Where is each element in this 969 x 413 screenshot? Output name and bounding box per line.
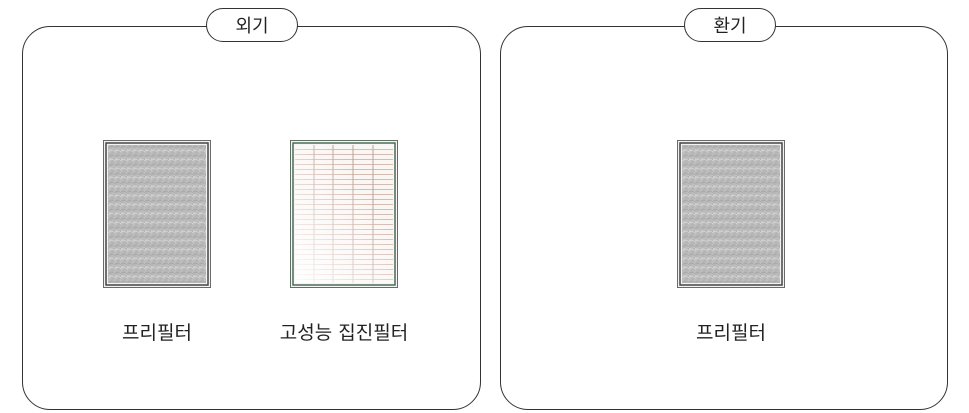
hepa-filter-image [290, 140, 398, 288]
outdoor-air-panel [22, 26, 481, 410]
prefilter-image [103, 140, 211, 288]
prefilter-image [677, 140, 785, 288]
prefilter-label: 프리필터 [696, 322, 766, 344]
hepa-filter-label: 고성능 집진필터 [279, 322, 409, 344]
prefilter-label: 프리필터 [122, 322, 192, 344]
outdoor-air-title-text: 외기 [235, 16, 269, 37]
ventilation-title-text: 환기 [713, 16, 747, 37]
ventilation-title: 환기 [684, 8, 776, 42]
outdoor-air-title: 외기 [206, 8, 298, 42]
